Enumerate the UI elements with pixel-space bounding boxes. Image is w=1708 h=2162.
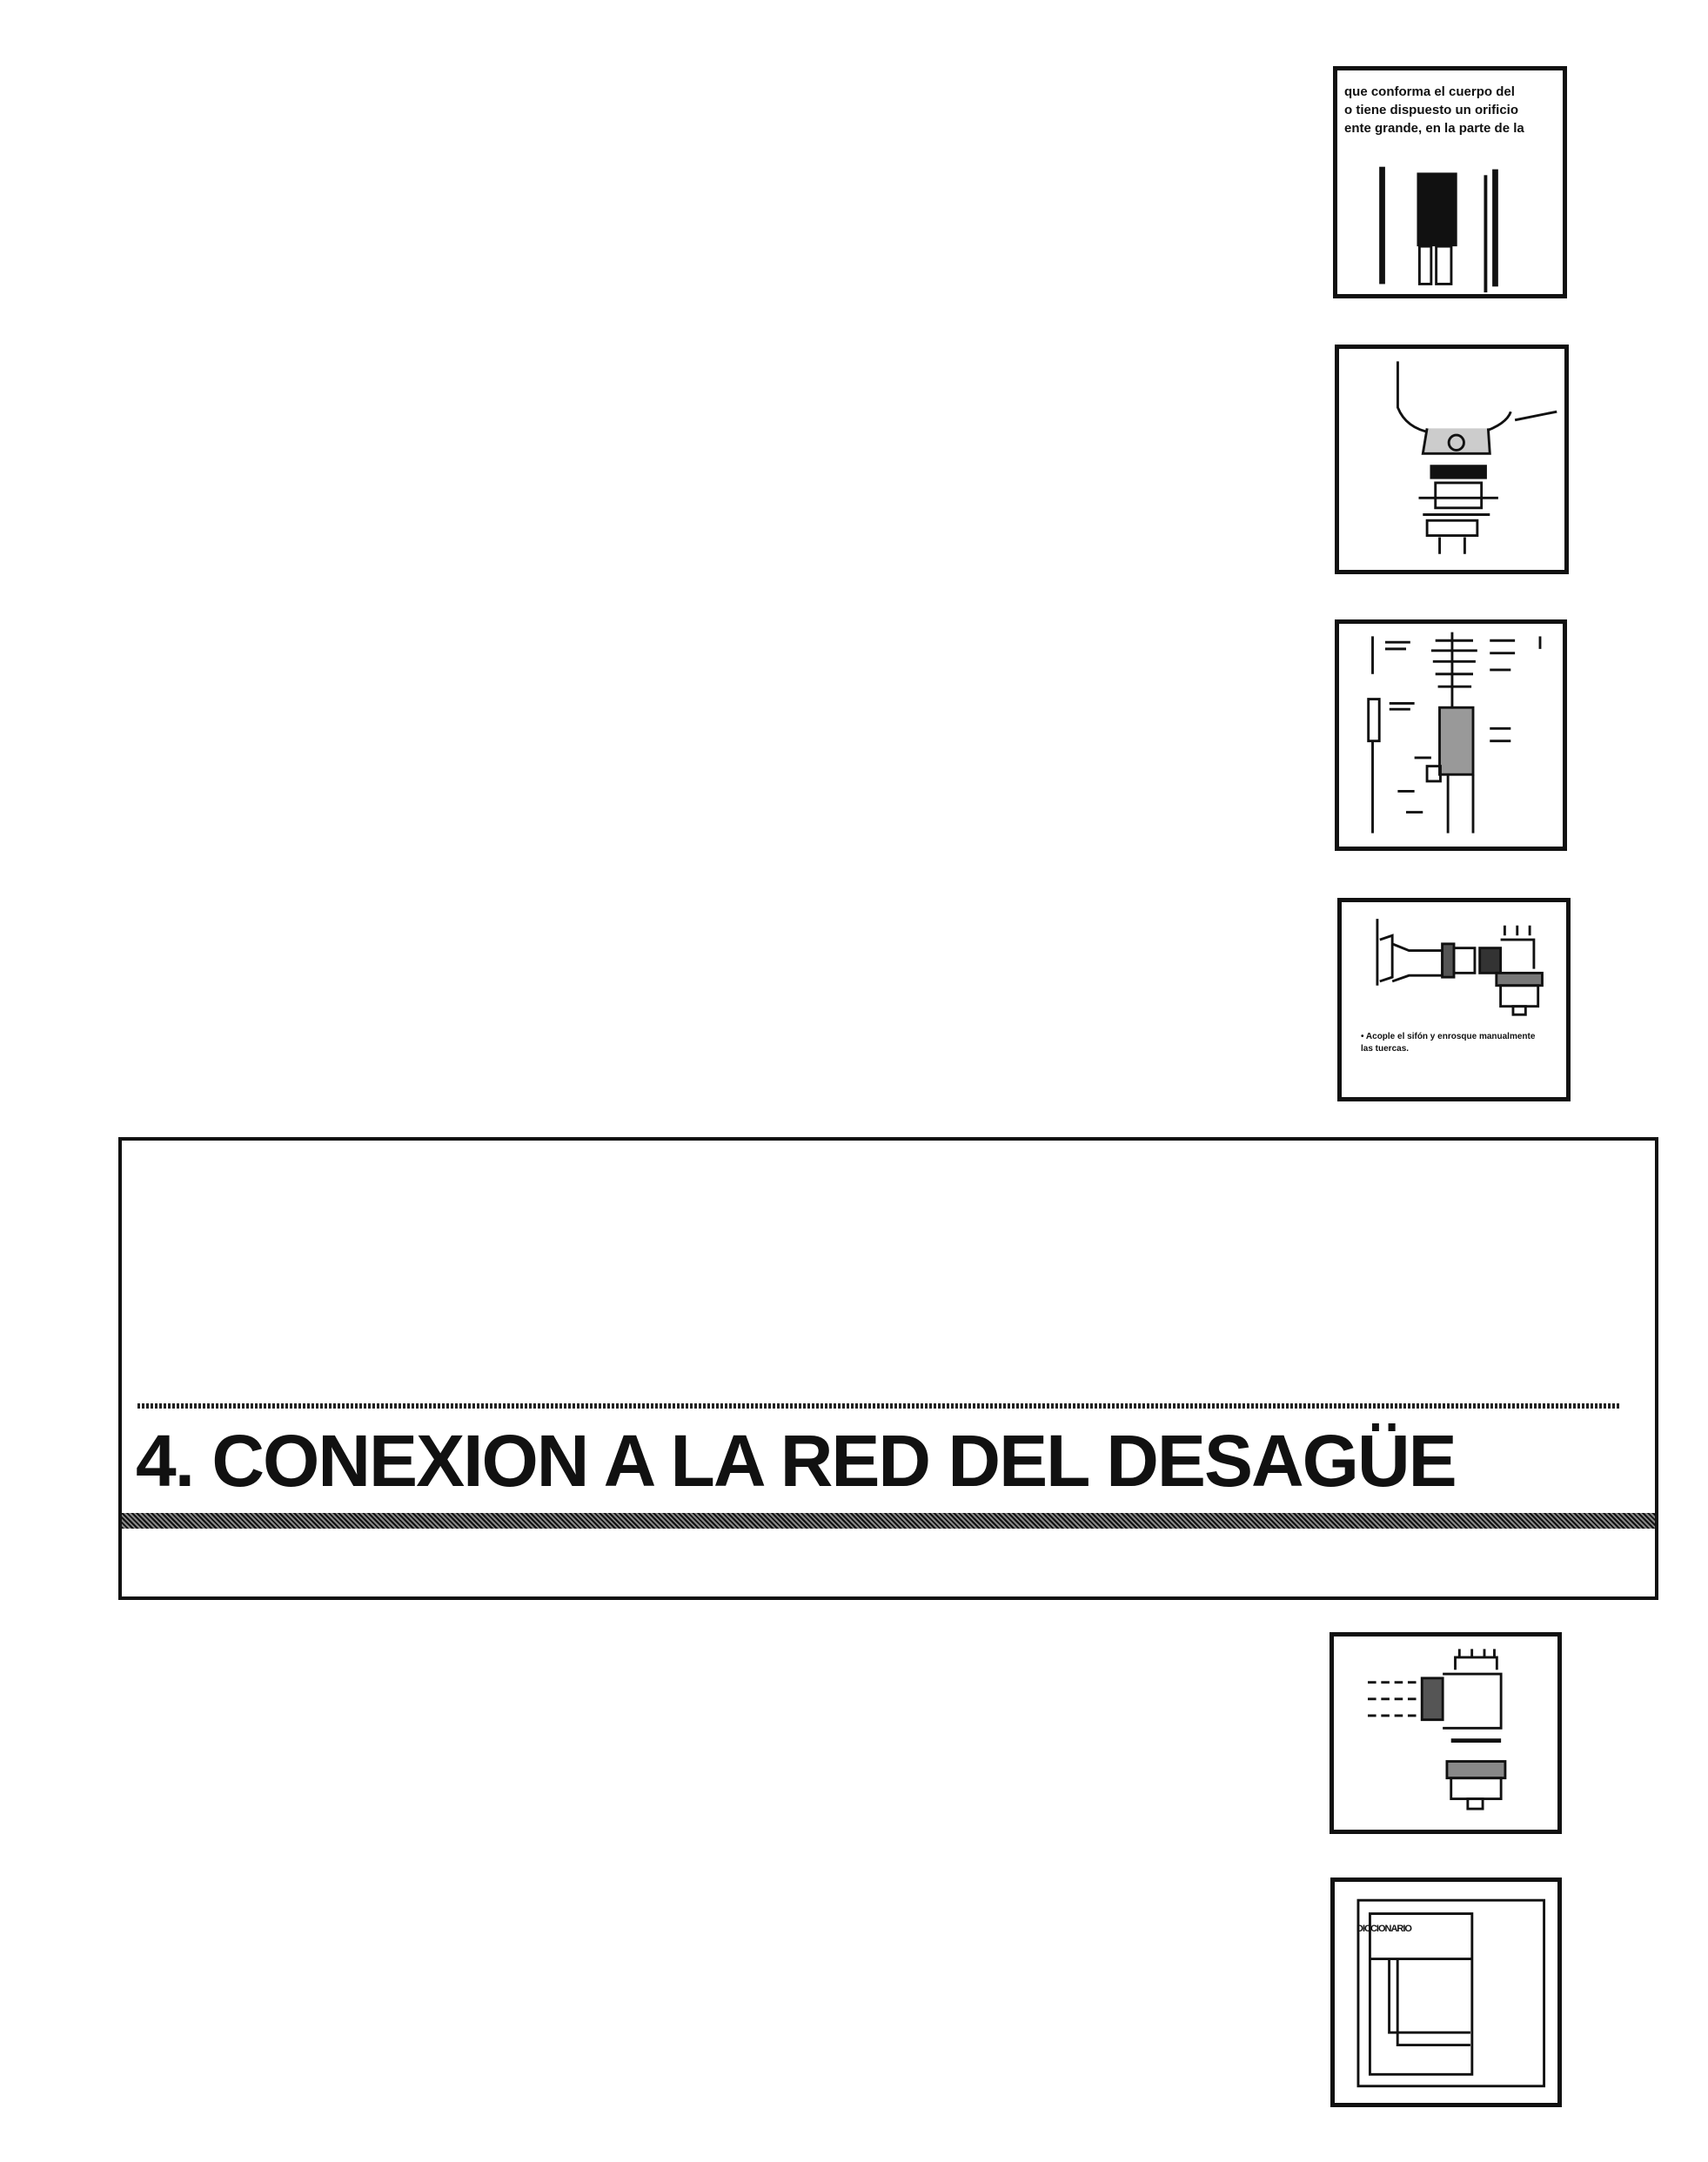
dictionary-drawing — [1356, 1898, 1546, 2088]
decorative-hatched-bar — [122, 1513, 1655, 1529]
excerpt-line: ente grande, en la parte de la — [1344, 121, 1524, 136]
section-header-box: 4. CONEXION A LA RED DEL DESAGÜE — [118, 1137, 1658, 1600]
figure-excerpt-text: que conforma el cuerpo del o tiene dispu… — [1344, 83, 1557, 137]
pipe-drawing — [1379, 166, 1498, 293]
trap-connection-drawing — [1376, 919, 1544, 1016]
figure-trap-detail — [1330, 1632, 1562, 1834]
figure-dictionary: DICCIONARIO — [1330, 1878, 1562, 2107]
drain-assembly-drawing — [1397, 361, 1557, 554]
excerpt-line: o tiene dispuesto un orificio — [1344, 103, 1519, 117]
trap-detail-drawing — [1368, 1649, 1507, 1811]
figure-exploded-diagram — [1335, 619, 1567, 851]
figure-trap-connection: • Acople el sifón y enrosque manualmente… — [1337, 898, 1571, 1101]
figure-text-excerpt: que conforma el cuerpo del o tiene dispu… — [1333, 66, 1567, 298]
dictionary-label: DICCIONARIO — [1356, 1924, 1412, 1934]
exploded-diagram-drawing — [1367, 632, 1542, 833]
figure-drain-assembly — [1335, 345, 1569, 574]
decorative-wavy-rule — [137, 1403, 1620, 1409]
figure-caption: • Acople el sifón y enrosque manualmente… — [1361, 1032, 1536, 1054]
section-title: 4. CONEXION A LA RED DEL DESAGÜE — [136, 1420, 1457, 1502]
excerpt-line: que conforma el cuerpo del — [1344, 84, 1515, 99]
